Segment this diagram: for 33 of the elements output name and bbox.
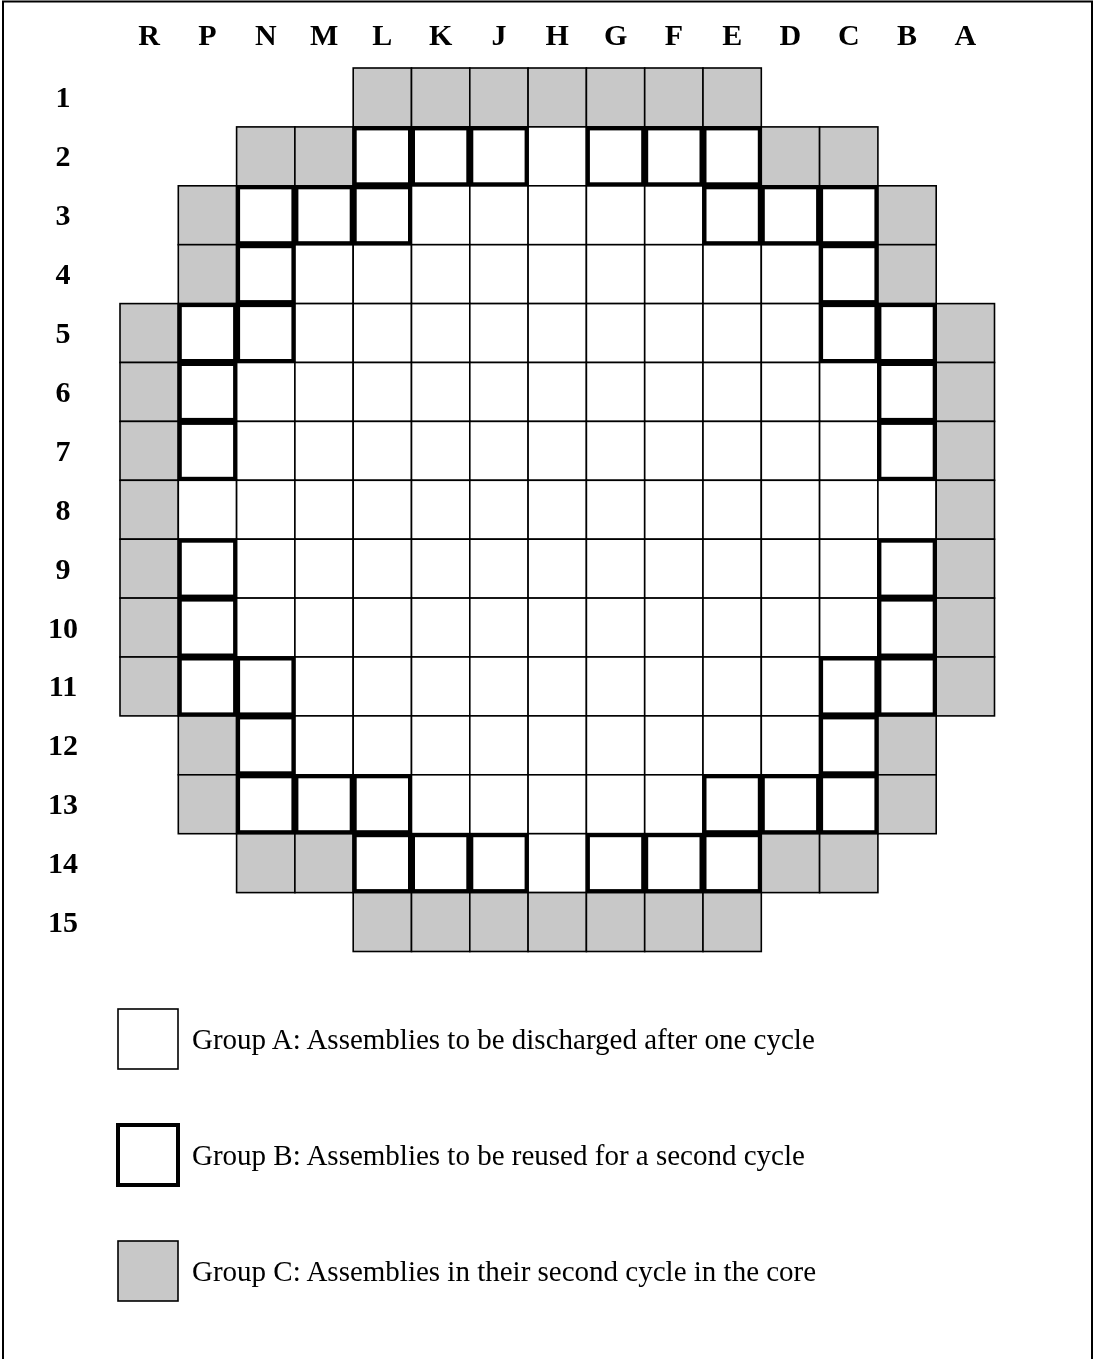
- row-label: 14: [47, 846, 79, 881]
- legend-text: Group C: Assemblies in their second cycle in the core: [192, 1254, 817, 1288]
- column-label: F: [663, 18, 684, 52]
- row-label: 1: [54, 80, 72, 115]
- row-label: 9: [54, 551, 72, 586]
- legend-text: Group B: Assemblies to be reused for a second cycle: [192, 1138, 805, 1172]
- column-label: R: [137, 18, 162, 52]
- column-label: G: [602, 18, 629, 52]
- row-label: 11: [47, 669, 79, 704]
- column-label: E: [721, 18, 744, 52]
- row-label: 3: [54, 198, 72, 233]
- row-label: 15: [47, 905, 79, 940]
- column-label: D: [778, 18, 803, 52]
- row-label: 4: [54, 257, 72, 292]
- column-label: N: [253, 18, 278, 52]
- column-label: M: [308, 18, 340, 52]
- row-label: 13: [47, 787, 79, 822]
- column-label: J: [490, 18, 508, 52]
- row-label: 8: [54, 492, 72, 527]
- column-label: L: [371, 18, 394, 52]
- column-label: P: [197, 18, 218, 52]
- row-label: 5: [54, 316, 72, 351]
- column-label: A: [953, 18, 978, 52]
- row-label: 6: [54, 374, 72, 409]
- legend-text: Group A: Assemblies to be discharged after one cycle: [192, 1022, 815, 1056]
- column-label: H: [544, 18, 570, 52]
- column-label: K: [427, 18, 454, 52]
- row-label: 10: [47, 610, 79, 645]
- row-label: 12: [47, 728, 79, 763]
- row-label: 7: [54, 433, 72, 468]
- column-label: C: [836, 18, 861, 52]
- column-label: B: [896, 18, 919, 52]
- row-label: 2: [54, 139, 72, 174]
